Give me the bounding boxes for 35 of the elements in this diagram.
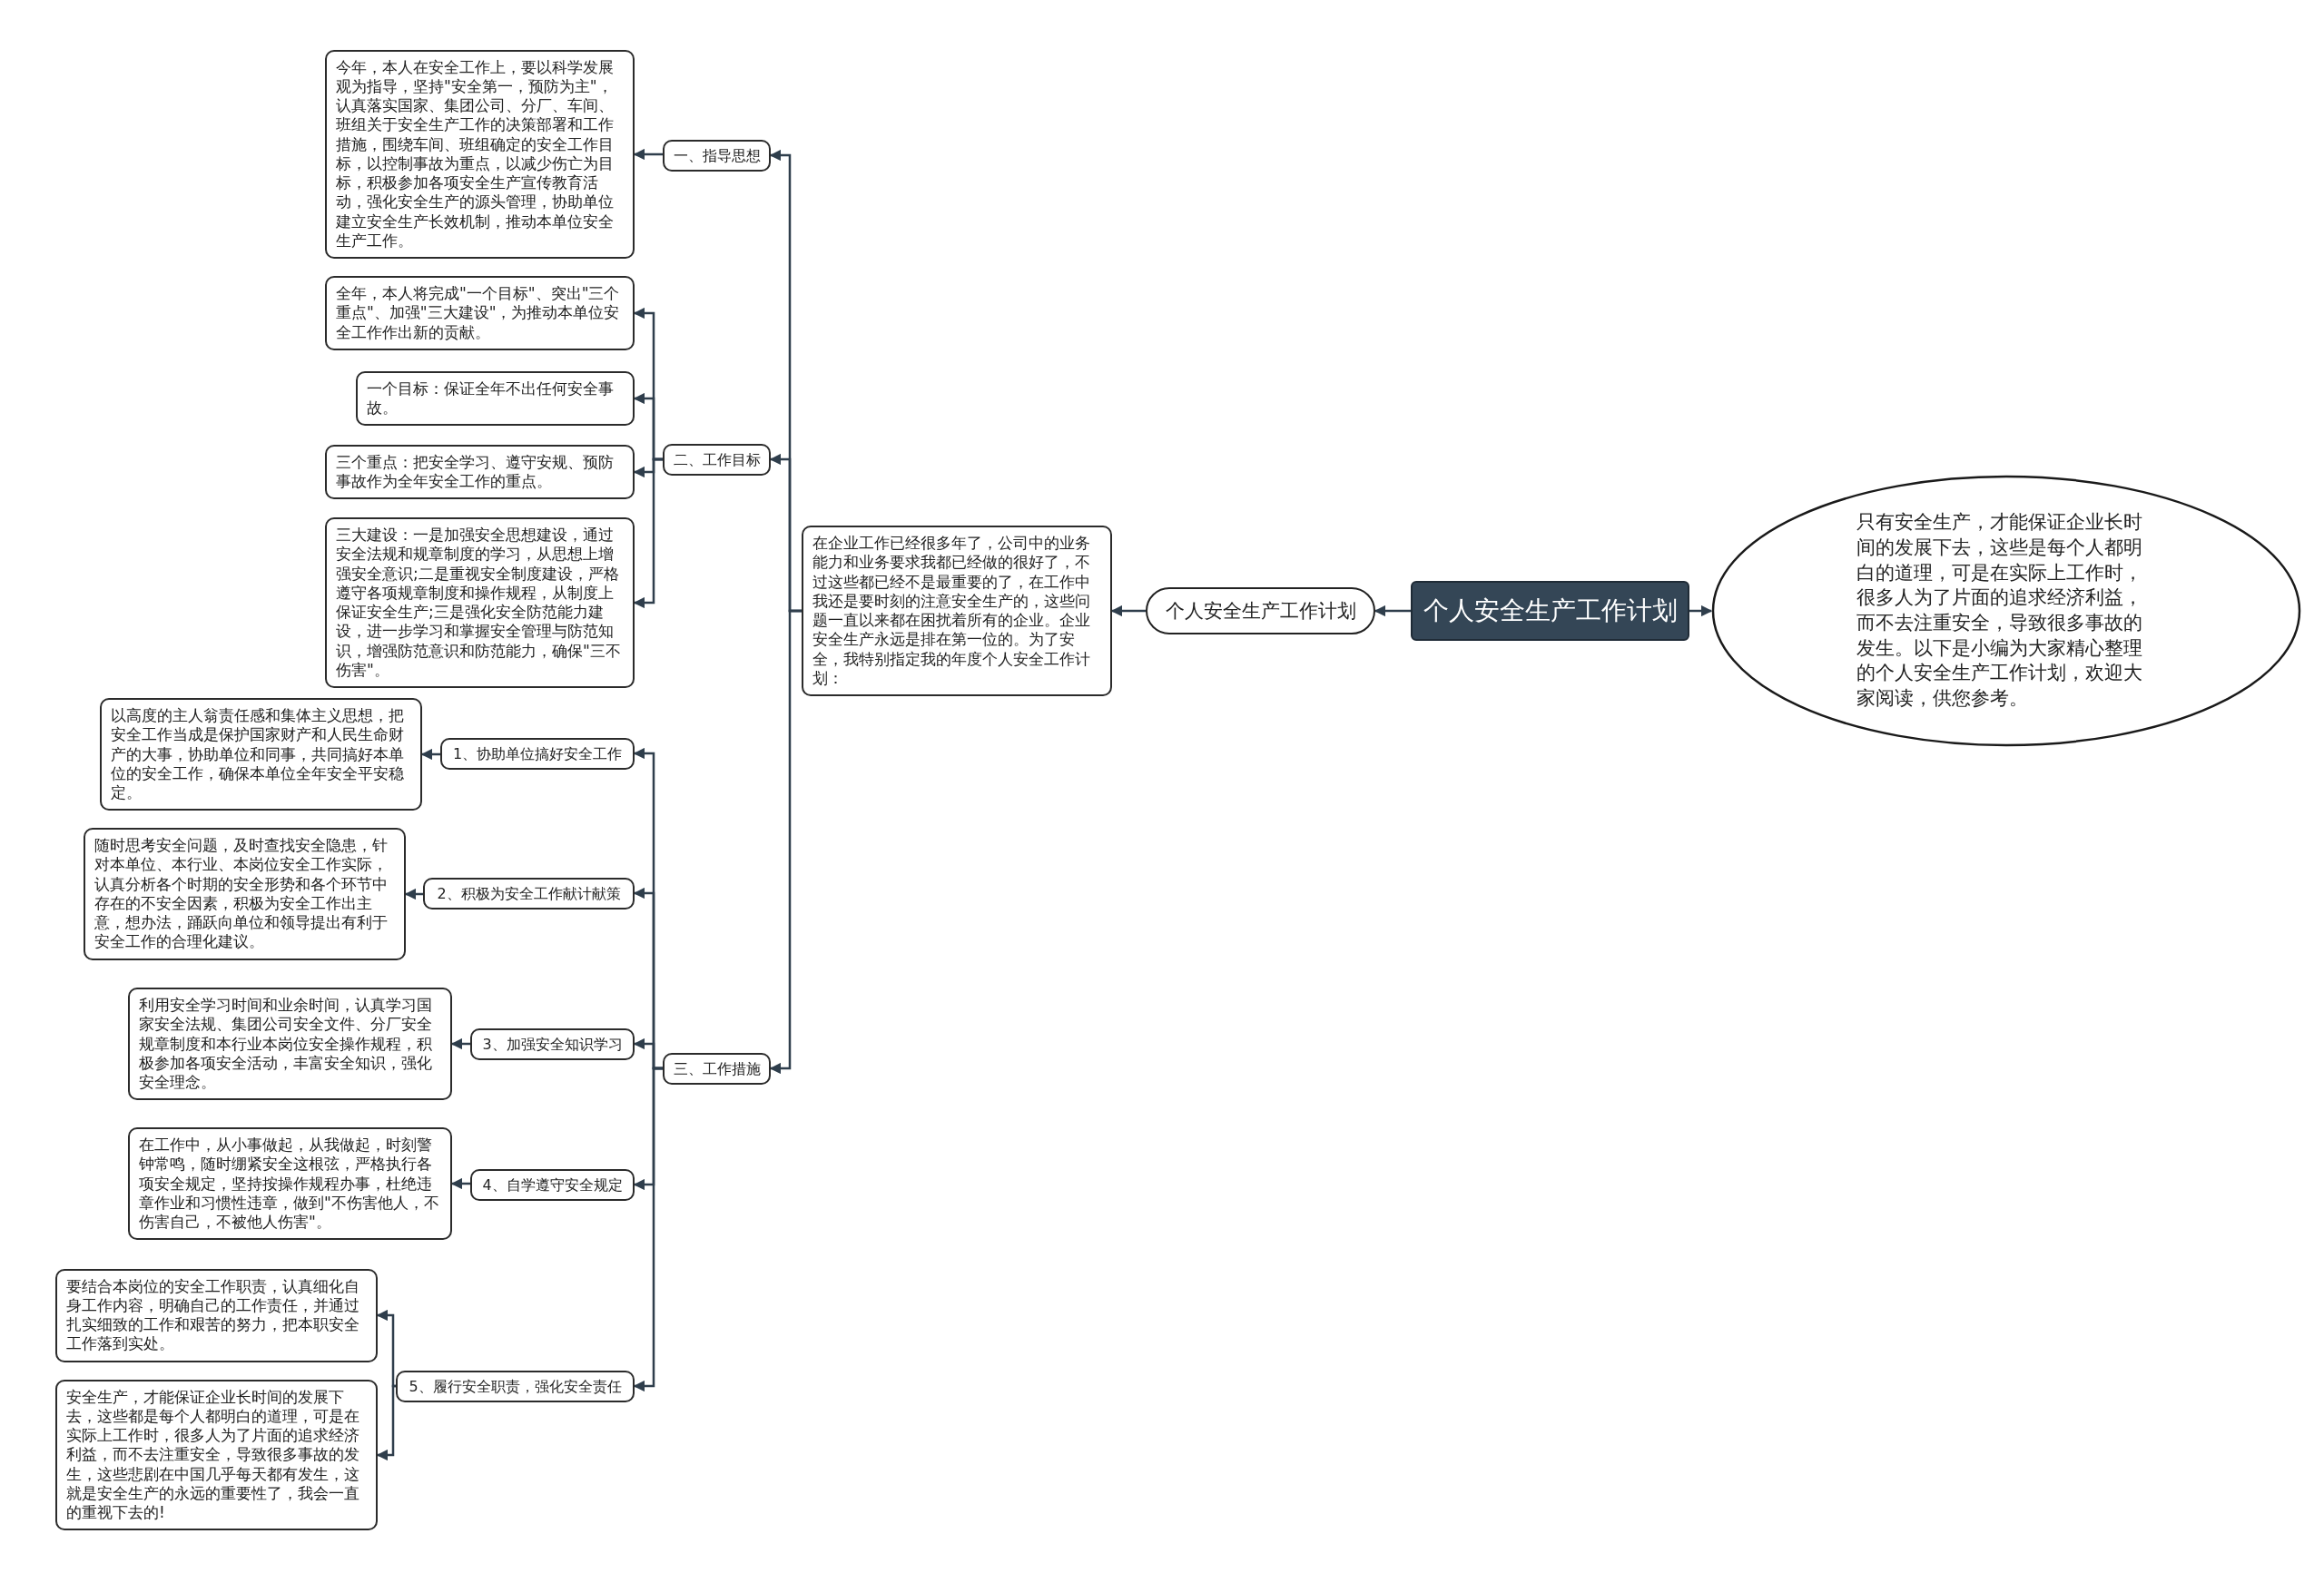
note-box: 在工作中，从小事做起，从我做起，时刻警钟常鸣，随时绷紧安全这根弦，严格执行各项安全规定，坚持按操作规程办事，杜绝违章作业和习惯性违章，做到"不伤害他人，不伤害自己，不被他人伤害"。 <box>128 1127 452 1241</box>
central-topic-box: 个人安全生产工作计划 <box>1411 581 1689 641</box>
connector-arrow <box>633 1067 663 1392</box>
branch-box: 3、加强安全知识学习 <box>470 1027 635 1060</box>
note-box: 要结合本岗位的安全工作职责，认真细化自身工作内容，明确自己的工作责任，并通过扎实细致的工作和艰苦的努力，把本职安全工作落到实处。 <box>55 1268 378 1362</box>
summary-ellipse: 只有安全生产，才能保证企业长时间的发展下去，这些是每个人都明白的道理，可是在实际上工作时，很多人为了片面的追求经济利益，而不去注重安全，导致很多事故的发生。以下是小编为大家精心整理的个人安全生产工作计划，欢迎大家阅读，供您参考。 <box>1711 475 2301 747</box>
branch-box: 2、积极为安全工作献计献策 <box>423 877 635 909</box>
note-box: 随时思考安全问题，及时查找安全隐患，针对本单位、本行业、本岗位安全工作实际，认真分析各个时期的安全形势和各个环节中存在的不安全因素，积极为安全工作出主意，想办法，踊跃向单位和领导提出有利于安全工作的合理化建议。 <box>84 828 406 960</box>
connector-arrow <box>633 457 663 609</box>
note-box: 利用安全学习时间和业余时间，认真学习国家安全法规、集团公司安全文件、分厂安全规章制度和本行业本岗位安全操作规程，积极参加各项安全活动，丰富安全知识，强化安全理念。 <box>128 988 452 1101</box>
connector-arrow <box>450 1177 470 1190</box>
note-box: 在企业工作已经很多年了，公司中的业务能力和业务要求我都已经做的很好了，不过这些都已经不是最重要的了，在工作中我还是要时刻的注意安全生产的，这些问题一直以来都在困扰着所有的企业。企业安全生产永远是排在第一位的。为了安全，我特别指定我的年度个人安全工作计划： <box>802 526 1112 696</box>
branch-box: 二、工作目标 <box>663 443 771 476</box>
connector-arrow <box>1110 605 1146 617</box>
branch-box: 1、协助单位搞好安全工作 <box>440 737 635 770</box>
branch-box: 4、自学遵守安全规定 <box>470 1168 635 1201</box>
connector-arrow <box>450 1037 470 1050</box>
note-box: 今年，本人在安全工作上，要以科学发展观为指导，坚持"安全第一，预防为主"，认真落实国家、集团公司、分厂、车间、班组关于安全生产工作的决策部署和工作措施，围绕车间、班组确定的安全工作目标，以控制事故为重点，以减少伤亡为目标，积极参加各项安全生产宣传教育活动，强化安全生产的源头管理，协助单位建立安全生产长效机制，推动本单位安全生产工作。 <box>325 49 635 259</box>
note-box: 一个目标：保证全年不出任何安全事故。 <box>356 370 635 426</box>
connector-arrow <box>420 748 440 761</box>
note-box: 全年，本人将完成"一个目标"、突出"三个重点"、加强"三大建设"，为推动本单位安全工作作出新的贡献。 <box>325 276 635 350</box>
note-box: 以高度的主人翁责任感和集体主义思想，把安全工作当成是保护国家财产和人民生命财产的大事，协助单位和同事，共同搞好本单位的安全工作，确保本单位全年安全平安稳定。 <box>100 698 422 811</box>
note-box: 安全生产，才能保证企业长时间的发展下去，这些都是每个人都明白的道理，可是在实际上工作时，很多人为了片面的追求经济利益，而不去注重安全，导致很多事故的发生，这些悲剧在中国几乎每天都有发生，这就是安全生产的永远的重要性了，我会一直的重视下去的! <box>55 1379 378 1531</box>
connector-arrow <box>1689 605 1713 617</box>
branch-box: 一、指导思想 <box>663 139 771 172</box>
branch-box: 三、工作措施 <box>663 1052 771 1085</box>
note-box: 三个重点：把安全学习、遵守安规、预防事故作为全年安全工作的重点。 <box>325 444 635 499</box>
connector-arrow <box>376 1384 396 1461</box>
connector-arrow <box>376 1309 396 1388</box>
connector-arrow <box>1374 605 1411 617</box>
connector-arrow <box>633 148 663 161</box>
branch-box: 5、履行安全职责，强化安全责任 <box>396 1370 635 1402</box>
note-box: 三大建设：一是加强安全思想建设，通过安全法规和规章制度的学习，从思想上增强安全意识;二是重视安全制度建设，严格遵守各项规章制度和操作规程，从制度上保证安全生产;三是强化安全防范能力建设，进一步学习和掌握安全管理与防范知识，增强防范意识和防范能力，确保"三不伤害"。 <box>325 517 635 688</box>
connector-arrow <box>769 609 802 1075</box>
connector-arrow <box>404 888 423 900</box>
